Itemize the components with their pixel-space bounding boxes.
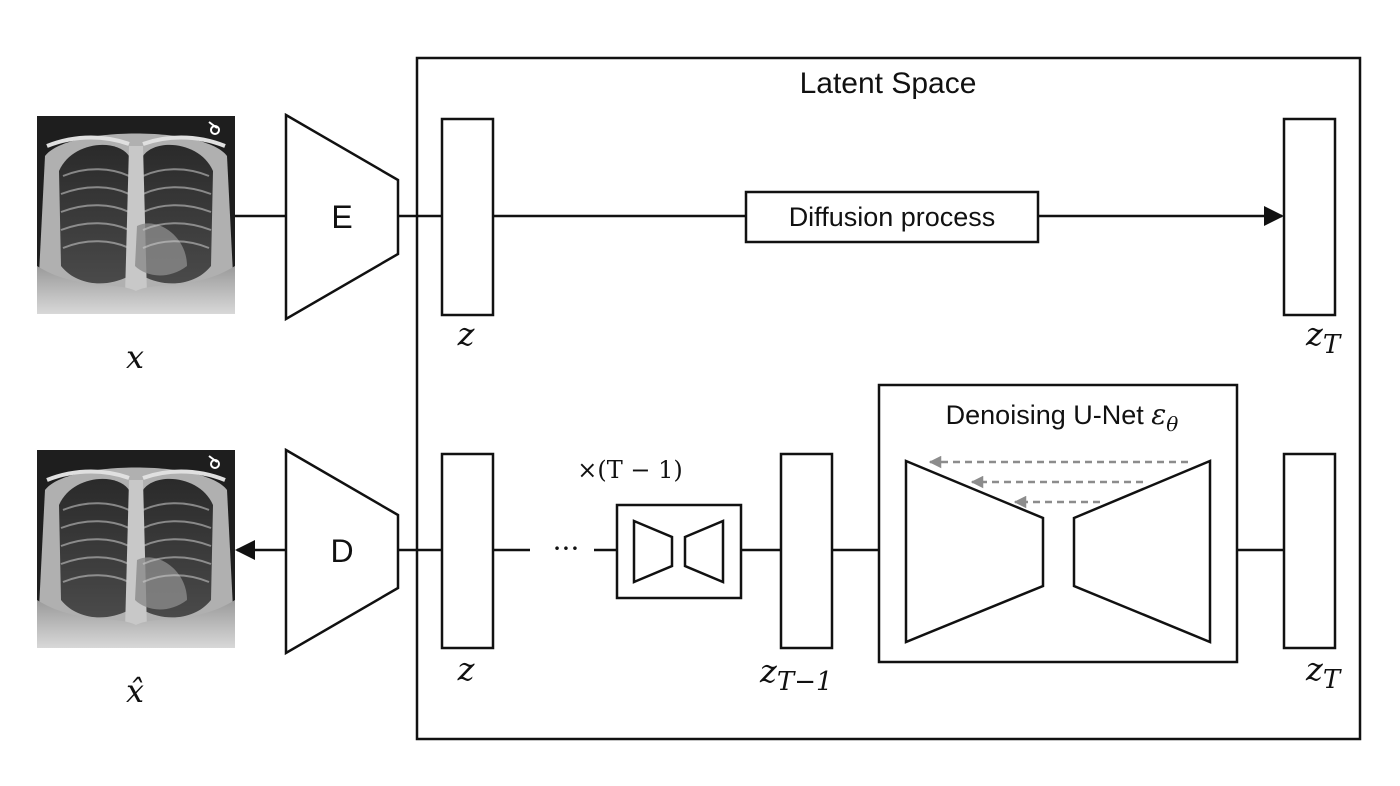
latent-zT-bottom	[1282, 452, 1337, 650]
repeat-unet-encoder-shape	[632, 519, 674, 584]
denoising-unet-title-text: Denoising U-Net	[946, 400, 1145, 430]
latent-space-title: Latent Space	[800, 67, 977, 100]
encoder-label: E	[331, 199, 352, 235]
unet-decoder-shape	[1072, 459, 1212, 644]
label-zTm1: zT−1	[759, 652, 833, 697]
decoder-label: D	[330, 533, 353, 569]
output-label-x-hat: x̂	[126, 672, 144, 710]
label-zT-bottom-main: z	[1305, 650, 1324, 688]
label-zT-top-main: z	[1305, 315, 1324, 353]
repeat-unet-decoder-shape	[683, 519, 725, 584]
latent-zT-top	[1282, 117, 1337, 317]
label-z-bottom: z	[457, 650, 476, 688]
latent-zTm1	[779, 452, 834, 650]
denoising-unet-theta: θ	[1166, 412, 1178, 436]
denoising-unet-title: Denoising U-Net εθ	[946, 398, 1179, 436]
label-zT-top-sub: T	[1323, 330, 1342, 360]
unet-encoder-shape	[904, 459, 1045, 644]
output-xray-image	[35, 448, 237, 650]
denoising-unet-box	[877, 383, 1239, 664]
diffusion-process-box	[744, 190, 1040, 244]
latent-space-frame	[415, 56, 1362, 741]
input-xray-image	[35, 114, 237, 316]
diffusion-process-label: Diffusion process	[789, 202, 996, 232]
label-zT-bottom-sub: T	[1323, 665, 1342, 695]
label-zT-top: zT	[1305, 315, 1342, 360]
label-zTm1-sub: T−1	[777, 667, 833, 697]
decoder-block	[284, 447, 400, 656]
repeat-label: ×(T − 1)	[577, 456, 682, 484]
latent-z-top	[440, 117, 495, 317]
denoising-unet-epsilon: ε	[1151, 398, 1166, 431]
encoder-block	[284, 112, 400, 322]
chain-ellipsis: ···	[553, 532, 580, 565]
latent-z-bottom	[440, 452, 495, 650]
label-zT-bottom: zT	[1305, 650, 1342, 695]
input-label-x: x	[126, 338, 144, 376]
label-z-top: z	[457, 315, 476, 353]
label-zTm1-main: z	[759, 652, 778, 690]
repeat-unet-box	[615, 503, 743, 600]
